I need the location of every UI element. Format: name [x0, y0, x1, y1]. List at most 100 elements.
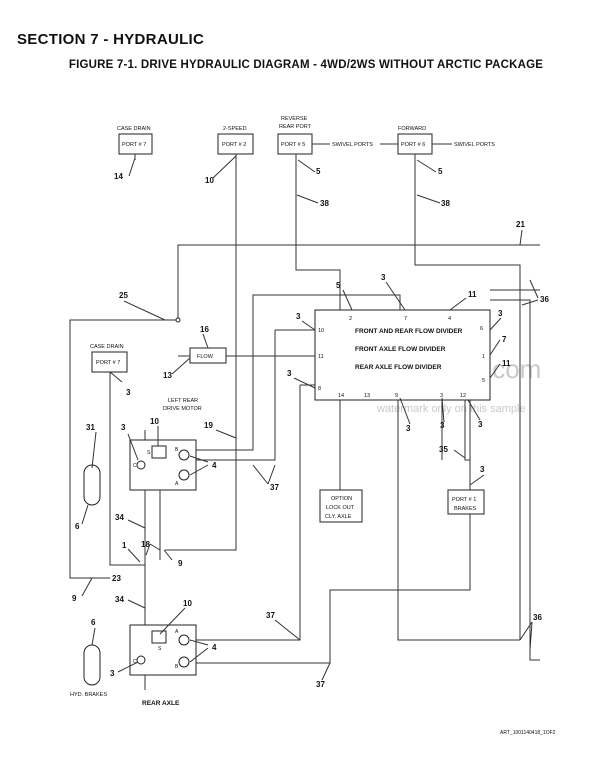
callout-36b: 36 [533, 613, 542, 622]
callout-19: 19 [204, 421, 213, 430]
callout-6a: 6 [75, 522, 80, 531]
brakes-port-label-1: PORT # 1 [452, 497, 476, 503]
divider-port-14: 14 [338, 393, 344, 399]
divider-line-3: REAR AXLE FLOW DIVIDER [355, 364, 442, 371]
callout-38a: 38 [320, 199, 329, 208]
divider-port-2: 2 [349, 316, 352, 322]
callout-34b: 34 [115, 595, 124, 604]
motor2-port-s: S [158, 646, 162, 652]
forward-caption: FORWARD [398, 126, 426, 132]
callout-7: 7 [502, 335, 507, 344]
forward-swivel-label: SWIVEL PORTS [454, 142, 495, 148]
callout-3c: 3 [287, 369, 292, 378]
callout-5b: 5 [438, 167, 443, 176]
case-drain-left-label: PORT # 7 [96, 360, 120, 366]
section-title: SECTION 7 - HYDRAULIC [17, 31, 205, 48]
hyd-brakes: HYD. BRAKES [70, 464, 107, 698]
case-drain-top-caption: CASE DRAIN [117, 126, 151, 132]
callout-10a: 10 [150, 417, 159, 426]
callout-37b: 37 [266, 611, 275, 620]
callout-35: 35 [439, 445, 448, 454]
divider-port-5: 5 [482, 378, 485, 384]
callout-31: 31 [86, 423, 95, 432]
divider-port-3: 3 [440, 393, 443, 399]
callout-1: 1 [122, 541, 127, 550]
divider-line-2: FRONT AXLE FLOW DIVIDER [355, 346, 446, 353]
callout-3i: 3 [478, 420, 483, 429]
callout-3b: 3 [296, 312, 301, 321]
reverse-label: PORT # 5 [281, 142, 305, 148]
divider-port-1: 1 [482, 354, 485, 360]
callout-11a: 11 [468, 290, 477, 299]
callout-9b: 9 [72, 594, 77, 603]
flow-label: FLOW [197, 354, 214, 360]
watermark-sub: watermark only on this sample [376, 403, 526, 415]
divider-line-1: FRONT AND REAR FLOW DIVIDER [355, 328, 463, 335]
rear-axle-motor: S C A B REAR AXLE [129, 624, 197, 707]
motor2-port-a: A [175, 629, 179, 635]
callout-3e: 3 [126, 388, 131, 397]
callout-3a: 3 [381, 273, 386, 282]
hyd-brakes-label: HYD. BRAKES [70, 692, 107, 698]
two-speed-port: 2-SPEED PORT # 2 [217, 126, 254, 155]
callout-10b: 10 [183, 599, 192, 608]
callout-10: 10 [205, 176, 214, 185]
divider-port-8: 8 [318, 386, 321, 392]
motor2-port-c: C [133, 659, 137, 665]
callout-3f: 3 [121, 423, 126, 432]
callout-37a: 37 [270, 483, 279, 492]
callout-34a: 34 [115, 513, 124, 522]
callout-3d: 3 [498, 309, 503, 318]
callout-14: 14 [114, 172, 123, 181]
callout-3h: 3 [440, 421, 445, 430]
callout-25: 25 [119, 291, 128, 300]
callout-6b: 6 [91, 618, 96, 627]
callout-3j: 3 [480, 465, 485, 474]
forward-label: PORT # 6 [401, 142, 425, 148]
divider-port-4: 4 [448, 316, 451, 322]
callout-37c: 37 [316, 680, 325, 689]
motor1-port-a: A [175, 481, 179, 487]
reverse-caption-2: REAR PORT [279, 124, 312, 130]
brakes-port: PORT # 1 BRAKES [447, 489, 485, 515]
callout-16: 16 [200, 325, 209, 334]
callout-23: 23 [112, 574, 121, 583]
case-drain-left-port: CASE DRAIN PORT # 7 [90, 344, 128, 373]
callout-18: 18 [141, 540, 150, 549]
flow-block: FLOW [175, 317, 227, 364]
two-speed-caption: 2-SPEED [223, 126, 247, 132]
footer-code: ART_1001140418_1OF2 [500, 730, 556, 736]
forward-port: FORWARD PORT # 6 SWIVEL PORTS [397, 126, 495, 155]
leader-lines [81, 155, 539, 681]
option-lockout-box: OPTION LOCK OUT CLY. AXLE [319, 489, 363, 523]
option-line-2: LOCK OUT [326, 505, 355, 511]
callout-5a: 5 [316, 167, 321, 176]
two-speed-label: PORT # 2 [222, 142, 246, 148]
case-drain-left-caption: CASE DRAIN [90, 344, 124, 350]
flow-divider: FRONT AND REAR FLOW DIVIDER FRONT AXLE F… [314, 309, 491, 401]
option-line-1: OPTION [331, 496, 352, 502]
callout-13: 13 [163, 371, 172, 380]
callout-numbers: 14 10 5 5 38 38 21 25 36 3 5 11 16 13 3 … [72, 167, 549, 689]
motor1-port-c: C [133, 463, 137, 469]
reverse-swivel-label: SWIVEL PORTS [332, 142, 373, 148]
left-rear-caption-2: DRIVE MOTOR [163, 406, 202, 412]
callout-3g: 3 [406, 424, 411, 433]
left-rear-drive-motor: LEFT REAR DRIVE MOTOR S C B A [129, 398, 202, 491]
callout-4a: 4 [212, 461, 217, 470]
motor1-port-b: B [175, 447, 179, 453]
divider-port-11: 11 [318, 354, 324, 360]
callout-3k: 3 [110, 669, 115, 678]
option-line-3: CLY. AXLE [325, 514, 352, 520]
motor2-port-b: B [175, 664, 179, 670]
figure-title: FIGURE 7-1. DRIVE HYDRAULIC DIAGRAM - 4W… [68, 59, 544, 71]
divider-port-12: 12 [460, 393, 466, 399]
rear-axle-label: REAR AXLE [142, 700, 180, 707]
callout-9a: 9 [178, 559, 183, 568]
callout-11b: 11 [502, 359, 511, 368]
divider-port-9: 9 [395, 393, 398, 399]
case-drain-top-label: PORT # 7 [122, 142, 146, 148]
reverse-caption: REVERSE [281, 116, 308, 122]
divider-port-6: 6 [480, 326, 483, 332]
